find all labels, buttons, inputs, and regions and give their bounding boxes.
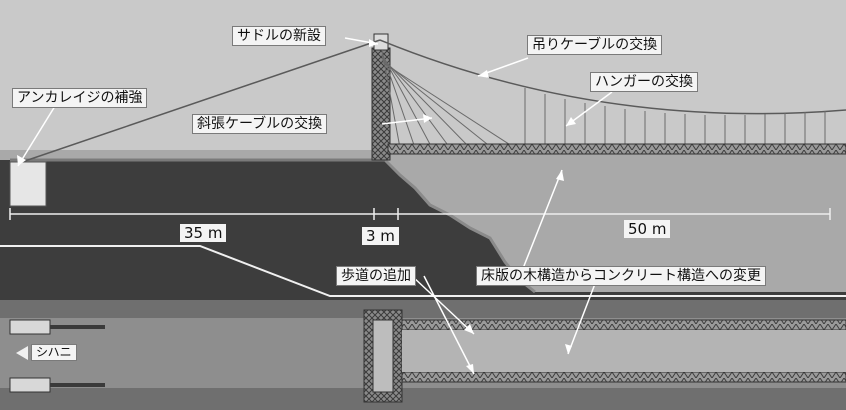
stay-cable-label: 斜張ケーブルの交換 bbox=[192, 114, 328, 134]
direction-label: シハニ bbox=[31, 344, 77, 361]
tower-width-dimension: 3 m bbox=[362, 227, 399, 245]
hanger-label: ハンガーの交換 bbox=[590, 72, 698, 92]
sky bbox=[0, 0, 846, 165]
deck-plan-bottom bbox=[401, 371, 846, 383]
saddle-label: サドルの新設 bbox=[232, 26, 326, 46]
approach-block-bottom bbox=[9, 377, 51, 393]
cliff bbox=[0, 160, 846, 300]
deck-plan-surface bbox=[402, 330, 846, 372]
anchorage-block bbox=[9, 161, 47, 207]
anchorage-label: アンカレイジの補強 bbox=[12, 88, 148, 108]
approach-block-top bbox=[9, 319, 51, 335]
direction-indicator: シハニ bbox=[16, 344, 77, 361]
main-cable-label: 吊りケーブルの交換 bbox=[527, 35, 663, 55]
leader-lines bbox=[17, 37, 613, 375]
section-divider bbox=[0, 245, 846, 297]
deck-truss bbox=[387, 143, 846, 155]
right-span-dimension: 50 m bbox=[624, 220, 671, 238]
sidewalk-label: 歩道の追加 bbox=[336, 266, 416, 286]
hangers bbox=[524, 88, 826, 146]
tower-plan-inner bbox=[372, 319, 394, 393]
arrow-left-icon bbox=[16, 345, 28, 360]
deck-change-label: 床版の木構造からコンクリート構造への変更 bbox=[476, 266, 766, 286]
left-span-dimension: 35 m bbox=[180, 224, 227, 242]
main-cable bbox=[379, 39, 846, 115]
back-stay-cable bbox=[21, 39, 381, 163]
leader-arrowheads bbox=[17, 39, 576, 374]
stay-cables bbox=[381, 49, 516, 149]
dimension-line bbox=[9, 208, 831, 220]
